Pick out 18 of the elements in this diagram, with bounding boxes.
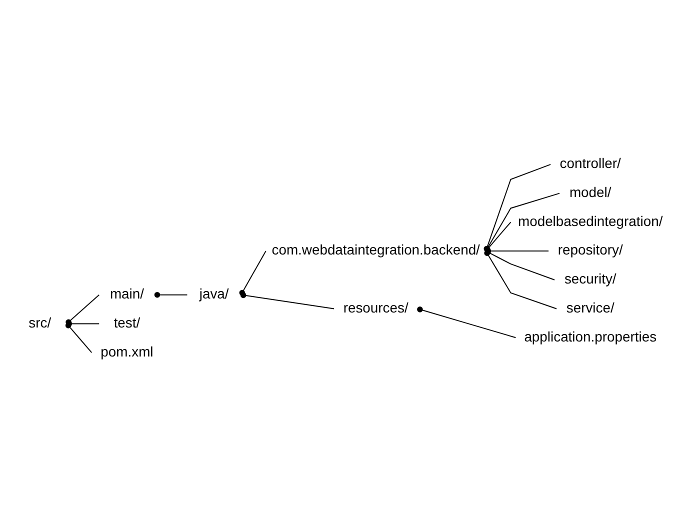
connector (154, 292, 188, 298)
node-text: test/ (114, 314, 140, 330)
node-text: pom.xml (100, 343, 154, 360)
node-text: controller/ (560, 155, 621, 172)
connector (65, 322, 92, 354)
node-text: repository/ (558, 242, 623, 258)
node-text: modelbasedintegration/ (518, 212, 663, 229)
node-text: service/ (566, 299, 614, 316)
node-text: security/ (564, 270, 616, 287)
node-text: com.webdataintegration.backend/ (272, 242, 480, 258)
node-text: java/ (199, 286, 229, 302)
connector (240, 292, 335, 310)
node-text: model/ (569, 184, 612, 200)
node-text: application.properties (524, 328, 657, 344)
node-text: resources/ (343, 299, 408, 316)
node-text: main/ (110, 286, 144, 302)
node-text: src/ (28, 314, 52, 330)
connector (417, 306, 516, 338)
